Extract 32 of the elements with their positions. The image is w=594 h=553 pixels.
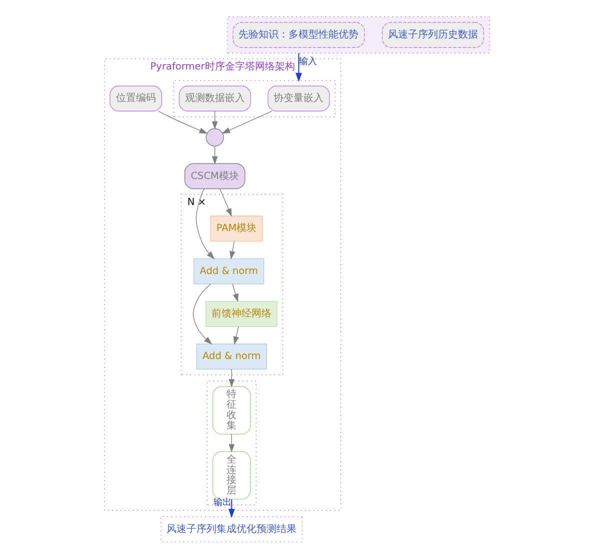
arrow	[212, 110, 218, 130]
node-box: Add & norm	[196, 344, 267, 370]
arrow	[220, 188, 232, 217]
node-box: 观测数据嵌入	[178, 86, 251, 112]
node-box: CSCM模块	[184, 163, 246, 190]
node-box: 风速子序列集成优化预测结果	[160, 516, 303, 542]
node-circle	[206, 128, 224, 146]
node-box: 先验知识：多模型性能优势	[232, 22, 365, 48]
arrow	[233, 326, 240, 345]
edge-label: 输出	[214, 498, 232, 508]
arrow	[228, 499, 235, 518]
node-box: 特征收集	[212, 386, 251, 434]
cluster	[173, 80, 336, 118]
arrow	[212, 146, 218, 165]
node-box: PAM模块	[210, 216, 263, 242]
node-box: 风速子序列历史数据	[382, 22, 484, 48]
node-box: 协变量嵌入	[268, 86, 330, 112]
node-box: Add & norm	[194, 258, 264, 284]
node-box: 位置编码	[110, 86, 162, 112]
arrow	[192, 284, 212, 345]
arrow	[228, 368, 235, 388]
arrow	[296, 53, 302, 82]
cluster	[227, 16, 490, 54]
arrow	[228, 434, 235, 453]
node-box: 前馈神经网络	[205, 300, 278, 327]
arrow	[158, 110, 208, 134]
arrow	[222, 110, 272, 134]
cluster	[206, 380, 256, 506]
arrow	[232, 284, 238, 302]
arrow	[230, 240, 236, 260]
arrow	[196, 188, 215, 260]
edge-label: 输入	[298, 57, 317, 68]
